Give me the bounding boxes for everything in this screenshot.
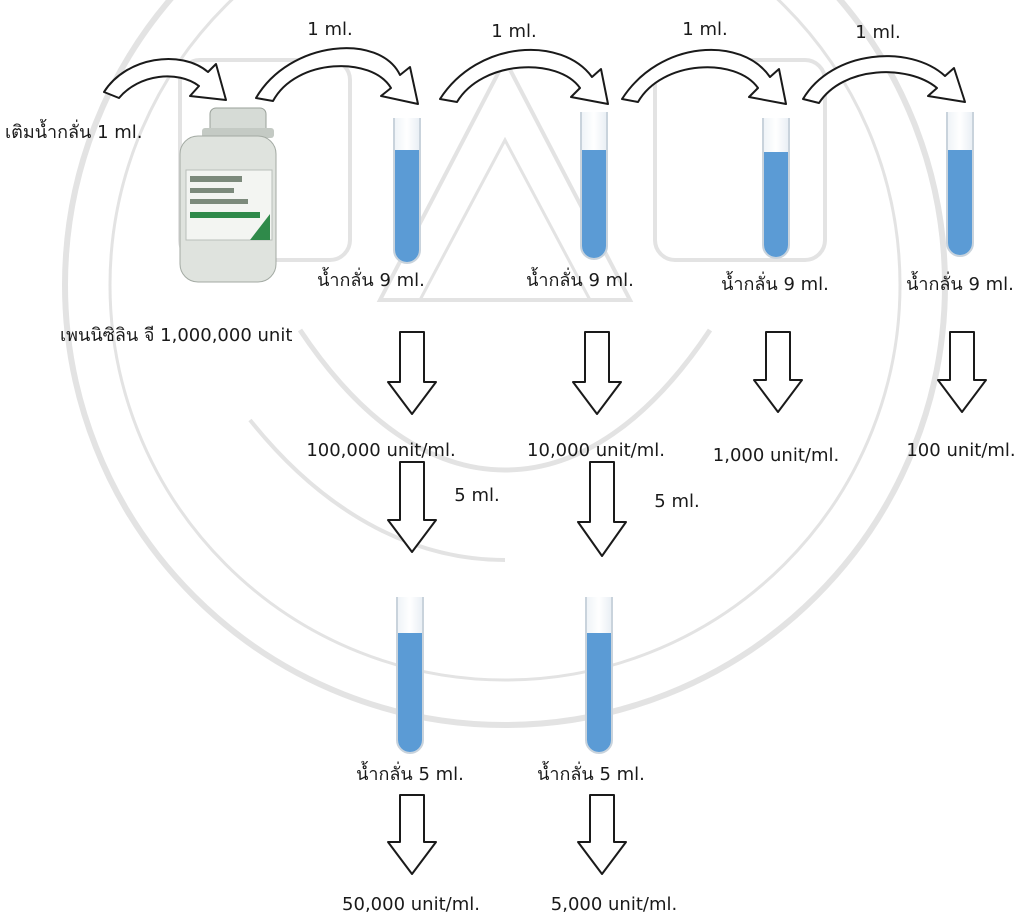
transfer-volume-label: 1 ml.	[855, 22, 900, 44]
transfer-volume-label: 1 ml.	[682, 19, 727, 41]
tube-water-label: น้ำกลั่น 5 ml.	[356, 764, 464, 786]
bottle-label: เพนนิซิลิน จี 1,000,000 unit	[60, 325, 292, 347]
transfer-volume-label: 1 ml.	[491, 21, 536, 43]
test-tube-2	[581, 112, 607, 259]
curved-arrow-icon	[803, 56, 965, 103]
tube-water-label: น้ำกลั่น 9 ml.	[317, 270, 425, 292]
concentration-label: 5,000 unit/ml.	[551, 894, 677, 916]
test-tube-4	[947, 112, 973, 256]
tube-water-label: น้ำกลั่น 5 ml.	[537, 764, 645, 786]
down-arrow-icon	[388, 795, 436, 874]
concentration-label: 50,000 unit/ml.	[342, 894, 480, 916]
down-arrow-icon	[754, 332, 802, 412]
transfer-volume-label: 1 ml.	[307, 19, 352, 41]
test-tube-5	[397, 597, 423, 753]
penicillin-bottle-icon	[180, 108, 276, 282]
test-tubes	[394, 112, 973, 753]
split-volume-label: 5 ml.	[454, 485, 499, 507]
tube-water-label: น้ำกลั่น 9 ml.	[906, 274, 1014, 296]
test-tube-3	[763, 118, 789, 258]
down-arrow-icon	[388, 332, 436, 414]
add-water-label: เติมน้ำกลั่น 1 ml.	[5, 122, 143, 144]
curved-arrow-icon	[256, 48, 418, 104]
split-volume-label: 5 ml.	[654, 491, 699, 513]
concentration-label: 100,000 unit/ml.	[306, 440, 455, 462]
concentration-label: 100 unit/ml.	[906, 440, 1015, 462]
down-arrow-icon	[938, 332, 986, 412]
curved-arrow-icon	[440, 50, 608, 104]
tube-water-label: น้ำกลั่น 9 ml.	[526, 270, 634, 292]
down-arrow-icon	[573, 332, 621, 414]
down-arrow-icon	[388, 462, 436, 552]
tube-water-label: น้ำกลั่น 9 ml.	[721, 274, 829, 296]
concentration-label: 10,000 unit/ml.	[527, 440, 665, 462]
concentration-label: 1,000 unit/ml.	[713, 445, 839, 467]
curved-arrow-icon	[104, 59, 226, 100]
down-arrow-icon	[578, 462, 626, 556]
test-tube-6	[586, 597, 612, 753]
down-arrow-icon	[578, 795, 626, 874]
curved-arrow-icon	[622, 50, 786, 104]
test-tube-1	[394, 118, 420, 263]
